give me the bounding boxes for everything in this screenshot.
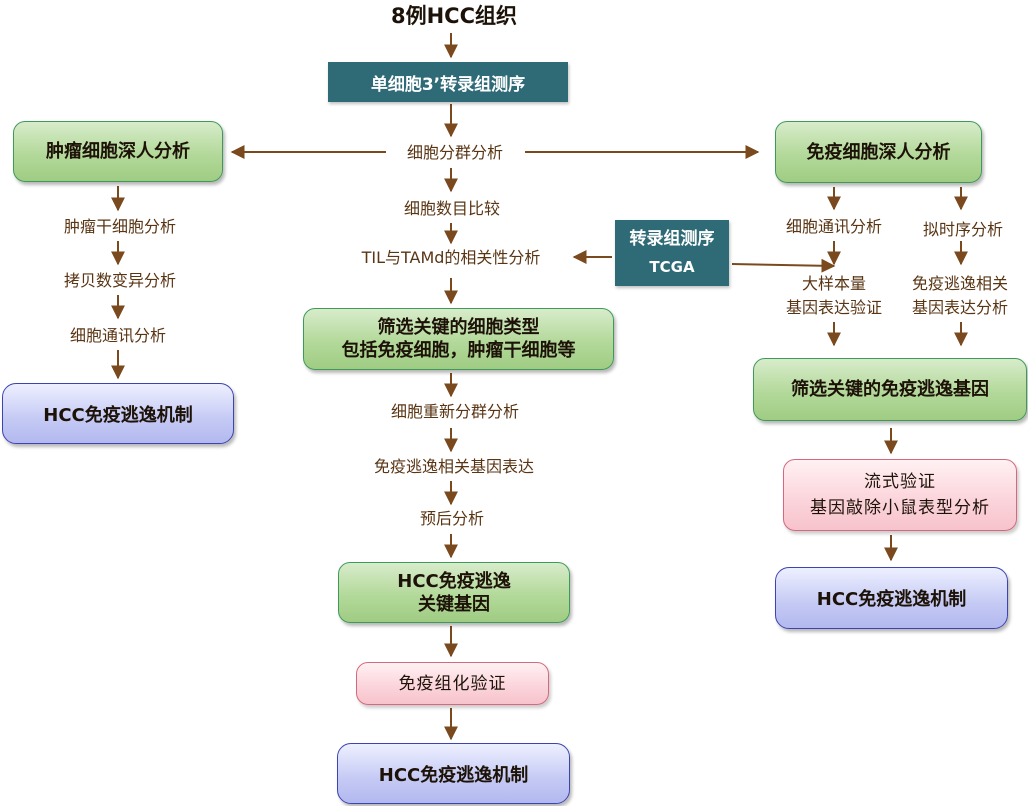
center-mechanism-label: HCC免疫逃逸机制 <box>378 764 529 786</box>
diagram-title: 8例HCC组织 <box>390 4 518 28</box>
screen-immune-escape-genes-box: 筛选关键的免疫逃逸基因 <box>753 358 1027 421</box>
right-cell-communication-label: 细胞通讯分析 <box>785 217 883 236</box>
ihc-validation-label: 免疫组化验证 <box>398 673 507 694</box>
single-cell-sequencing-label: 单细胞3’转录组测序 <box>370 74 526 95</box>
til-tamd-correlation-label: TIL与TAMd的相关性分析 <box>361 248 541 267</box>
pseudotime-analysis-label: 拟时序分析 <box>922 220 1004 239</box>
copy-number-variation-label: 拷贝数变异分析 <box>63 271 177 290</box>
tumor-cell-analysis-label: 肿瘤细胞深人分析 <box>46 141 190 162</box>
screen-key-cell-types-box: 筛选关键的细胞类型 包括免疫细胞，肿瘤干细胞等 <box>303 308 614 370</box>
cancer-stem-cell-analysis-label: 肿瘤干细胞分析 <box>63 217 177 236</box>
immune-escape-expression-analysis-label: 免疫逃逸相关 基因表达分析 <box>911 274 1009 317</box>
right-mechanism-box: HCC免疫逃逸机制 <box>775 567 1008 629</box>
left-mechanism-box: HCC免疫逃逸机制 <box>2 383 234 444</box>
ihc-validation-box: 免疫组化验证 <box>356 662 549 705</box>
center-mechanism-box: HCC免疫逃逸机制 <box>337 743 570 804</box>
screen-immune-escape-genes-label: 筛选关键的免疫逃逸基因 <box>791 379 989 400</box>
flow-validation-box: 流式验证 基因敲除小鼠表型分析 <box>783 459 1017 531</box>
large-sample-validation-label: 大样本量 基因表达验证 <box>785 274 883 317</box>
left-mechanism-label: HCC免疫逃逸机制 <box>43 404 193 426</box>
key-gene-label: HCC免疫逃逸 关键基因 <box>397 570 511 615</box>
flow-validation-label: 流式验证 基因敲除小鼠表型分析 <box>810 472 990 518</box>
single-cell-sequencing-box: 单细胞3’转录组测序 <box>328 62 568 102</box>
cell-count-comparison-label: 细胞数目比较 <box>403 199 501 218</box>
arrow <box>731 258 836 273</box>
cell-reclustering-label: 细胞重新分群分析 <box>390 402 520 421</box>
tcga-box: 转录组测序 TCGA <box>615 220 729 286</box>
left-cell-communication-label: 细胞通讯分析 <box>69 326 167 345</box>
immune-escape-gene-expression-label: 免疫逃逸相关基因表达 <box>373 457 535 476</box>
prognosis-analysis-label: 预后分析 <box>419 509 485 528</box>
screen-key-cell-types-label: 筛选关键的细胞类型 包括免疫细胞，肿瘤干细胞等 <box>341 317 576 361</box>
right-mechanism-label: HCC免疫逃逸机制 <box>816 589 967 610</box>
tumor-cell-analysis-box: 肿瘤细胞深人分析 <box>13 121 223 182</box>
key-gene-box: HCC免疫逃逸 关键基因 <box>338 562 570 623</box>
tcga-line1-label: 转录组测序 <box>629 229 715 249</box>
cell-clustering-label: 细胞分群分析 <box>406 143 504 162</box>
immune-cell-analysis-label: 免疫细胞深人分析 <box>806 141 951 163</box>
immune-cell-analysis-box: 免疫细胞深人分析 <box>775 121 982 183</box>
tcga-line2-label: TCGA <box>649 258 695 276</box>
